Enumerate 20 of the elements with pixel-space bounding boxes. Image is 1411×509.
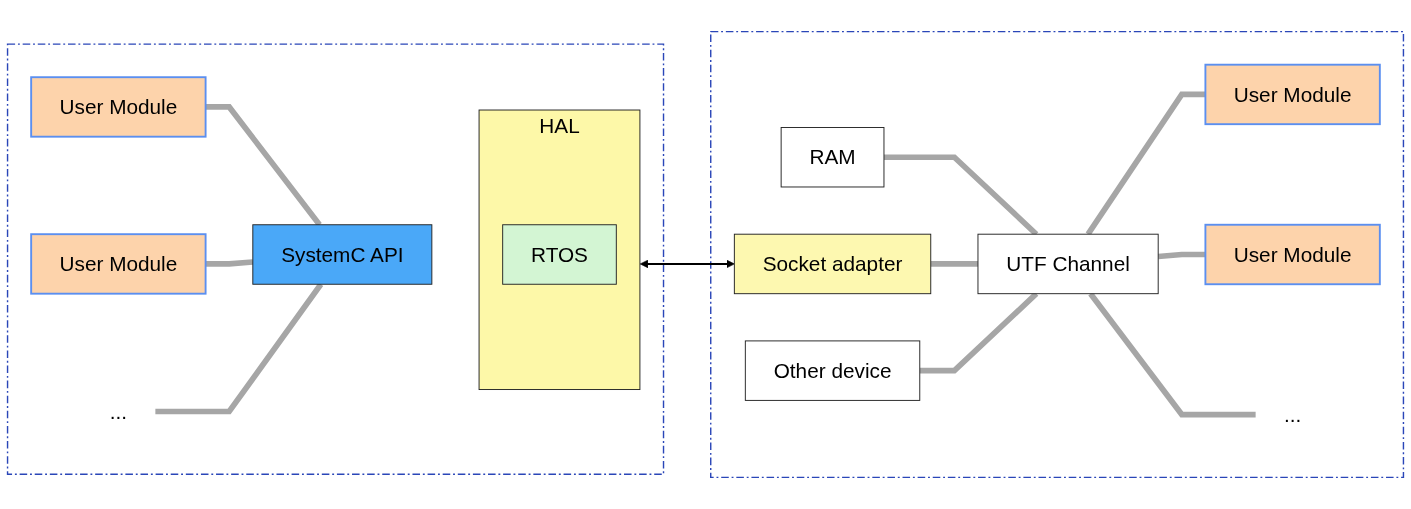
node-text: ... [1283,402,1302,427]
node-box: User Module [1204,63,1381,126]
connector [1157,251,1206,260]
cluster [6,43,665,475]
connector [1088,292,1256,418]
node-box: User Module [30,76,207,138]
arrow [639,259,735,269]
connector [930,261,978,267]
connector [205,259,254,267]
node-box: SystemC API [252,224,433,285]
connector [1085,91,1206,236]
node-box: Other device [744,340,921,401]
node-text: ... [109,399,128,424]
cluster [710,30,1405,479]
node-box: Socket adapter [733,233,932,295]
node-box: UTF Channel [977,233,1159,295]
node-box: RAM [780,127,885,188]
node-box: User Module [1204,223,1381,286]
node-box: RTOS [502,224,617,285]
node-box: User Module [30,233,207,295]
